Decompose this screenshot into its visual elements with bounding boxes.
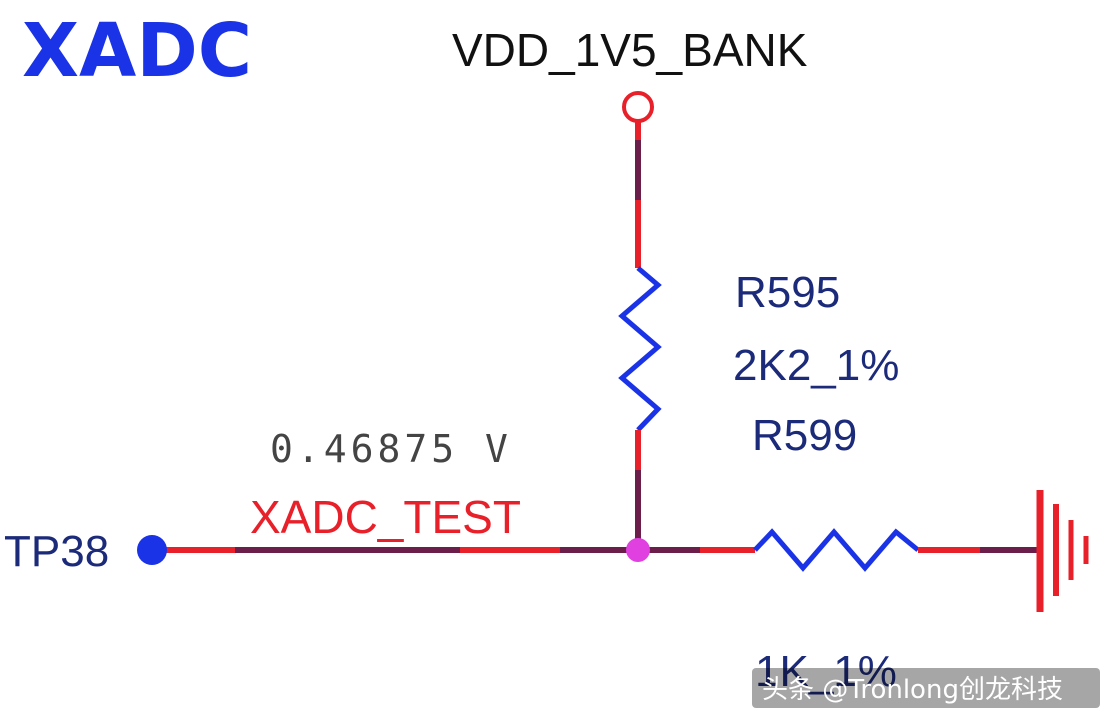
signal-net-label: XADC_TEST xyxy=(250,491,521,543)
r595-value: 2K2_1% xyxy=(733,341,899,390)
power-net-label: VDD_1V5_BANK xyxy=(452,24,808,76)
probe-voltage-readout: 0.46875 V xyxy=(270,427,512,471)
r599-designator: R599 xyxy=(752,411,857,460)
watermark-background xyxy=(752,668,1100,708)
ground-icon xyxy=(1036,490,1089,612)
diagram-title: XADC xyxy=(22,8,252,94)
watermark: 头条 @Tronlong创龙科技 xyxy=(762,675,1063,705)
r595-designator: R595 xyxy=(735,268,840,317)
power-port-icon xyxy=(622,91,654,123)
resistor-r595-icon xyxy=(618,266,662,432)
r599-value: 1K_1% xyxy=(755,647,897,696)
test-point-label: TP38 xyxy=(4,527,109,576)
junction-dot xyxy=(626,538,650,562)
resistor-r599-icon xyxy=(753,528,920,572)
test-point-icon xyxy=(137,535,167,565)
